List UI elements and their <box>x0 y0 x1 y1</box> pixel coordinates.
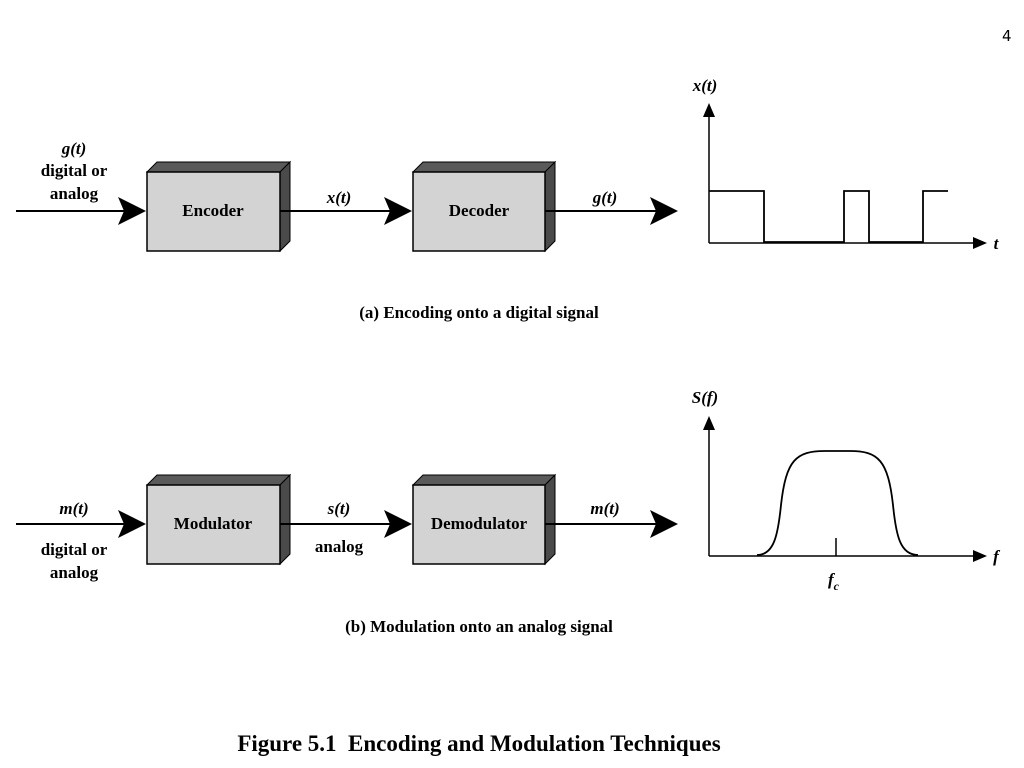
panel-b-plot-xlabel: f <box>993 547 1001 566</box>
panel-b-output-signal: m(t) <box>590 499 619 518</box>
panel-a-y-arrowhead <box>703 103 715 117</box>
digital-waveform <box>709 190 948 243</box>
panel-b-mid-signal: s(t) <box>327 499 351 518</box>
page-number: 4 <box>1002 27 1012 45</box>
panel-b-input-line1: digital or <box>41 540 108 559</box>
panel-a-input-line1: digital or <box>41 161 108 180</box>
decoder-label: Decoder <box>449 201 510 220</box>
panel-b-input-arrowhead <box>118 510 146 538</box>
encoder-block-top <box>145 161 292 173</box>
panel-b-caption: (b) Modulation onto an analog signal <box>345 617 613 636</box>
panel-b-input-signal: m(t) <box>59 499 88 518</box>
decoder-block-front <box>412 171 546 252</box>
panel-b: m(t) digital or analog Modulator s(t) an… <box>16 388 1001 636</box>
demodulator-label: Demodulator <box>431 514 528 533</box>
decoder-block: Decoder <box>411 160 557 253</box>
modulator-block: Modulator <box>145 473 292 566</box>
encoder-label: Encoder <box>182 201 244 220</box>
panel-a-mid-arrowhead <box>384 197 412 225</box>
modulator-label: Modulator <box>174 514 253 533</box>
panel-a-x-arrowhead <box>973 237 987 249</box>
digital-signal-plot: x(t) t <box>692 76 1000 253</box>
modulator-block-side <box>279 473 291 566</box>
panel-b-plot-ylabel: S(f) <box>692 388 718 407</box>
figure-title: Figure 5.1 Encoding and Modulation Techn… <box>237 731 720 756</box>
decoder-block-side <box>544 160 556 253</box>
encoder-block: Encoder <box>145 160 292 253</box>
panel-a-output-arrowhead <box>650 197 678 225</box>
spectrum-plot: S(f) f fc <box>692 388 1001 593</box>
encoder-block-side <box>279 160 291 253</box>
demodulator-block-side <box>544 473 556 566</box>
panel-b-y-arrowhead <box>703 416 715 430</box>
panel-a-output-signal: g(t) <box>592 188 618 207</box>
modulator-block-front <box>146 484 281 565</box>
demodulator-block-top <box>411 474 557 486</box>
panel-a-plot-xlabel: t <box>994 234 1000 253</box>
modulator-block-top <box>145 474 292 486</box>
panel-a-plot-ylabel: x(t) <box>692 76 718 95</box>
demodulator-block-front <box>412 484 546 565</box>
panel-b-mid-arrowhead <box>384 510 412 538</box>
panel-a-input-line2: analog <box>50 184 99 203</box>
encoder-block-front <box>146 171 281 252</box>
panel-b-output-arrowhead <box>650 510 678 538</box>
decoder-block-top <box>411 161 557 173</box>
panel-a-caption: (a) Encoding onto a digital signal <box>359 303 599 322</box>
panel-b-input-line2: analog <box>50 563 99 582</box>
panel-b-mid-note: analog <box>315 537 364 556</box>
demodulator-block: Demodulator <box>411 473 557 566</box>
panel-a: g(t) digital or analog Encoder x(t) Deco… <box>16 76 1000 322</box>
panel-a-input-arrowhead <box>118 197 146 225</box>
center-frequency-label: fc <box>828 570 840 593</box>
panel-b-x-arrowhead <box>973 550 987 562</box>
spectrum-curve <box>756 450 919 556</box>
panel-a-input-signal: g(t) <box>61 139 87 158</box>
panel-a-mid-signal: x(t) <box>326 188 352 207</box>
